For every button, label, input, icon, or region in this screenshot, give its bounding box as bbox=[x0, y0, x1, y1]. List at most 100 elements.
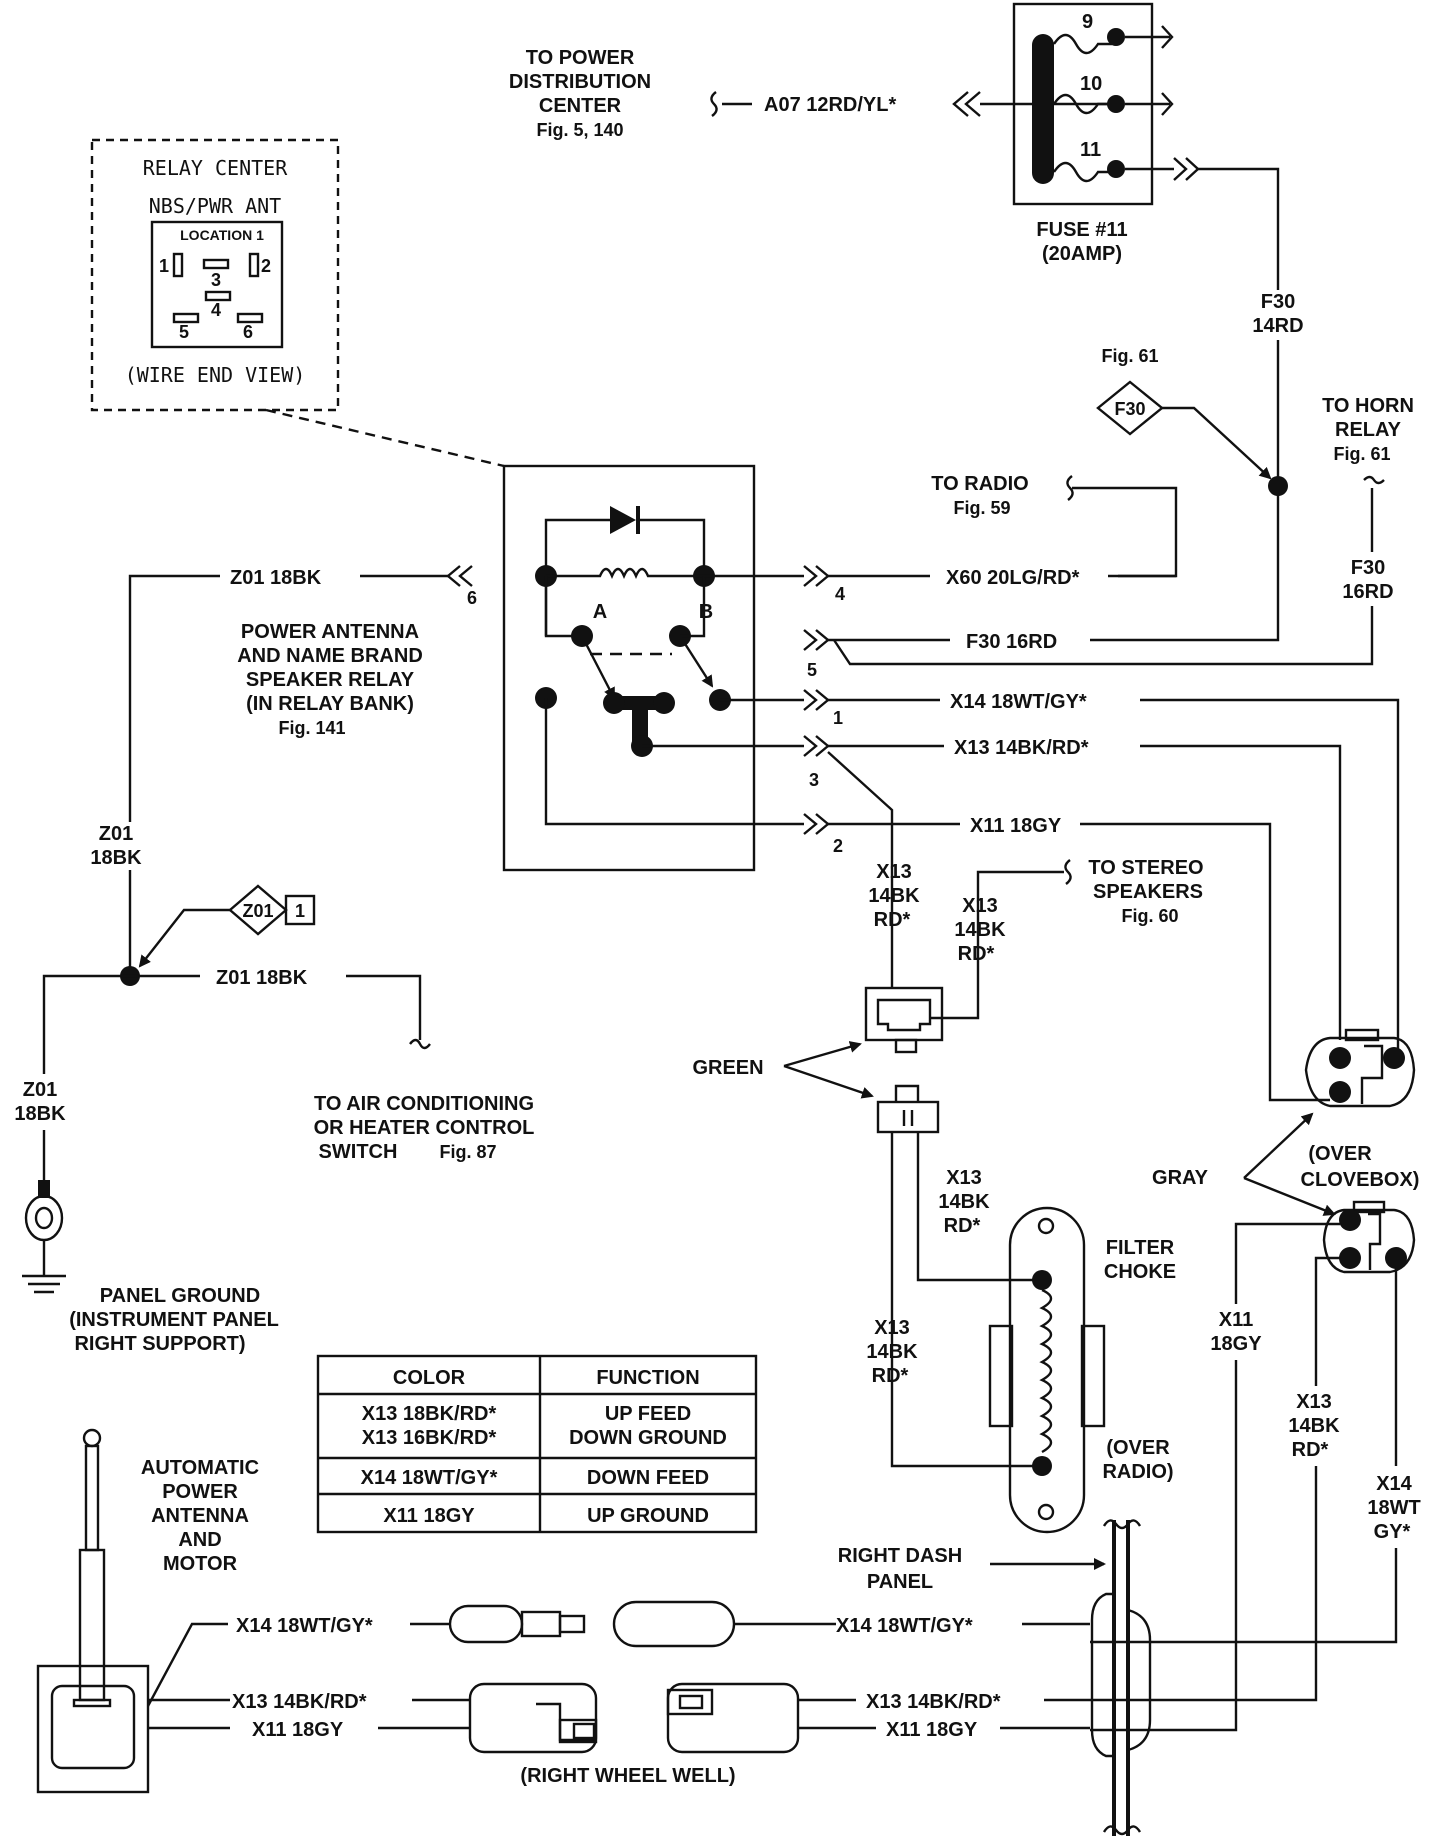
svg-text:POWER: POWER bbox=[162, 1481, 238, 1503]
svg-text:RD*: RD* bbox=[872, 1365, 909, 1387]
ground-symbol bbox=[22, 1240, 66, 1294]
break-symbol bbox=[710, 91, 718, 117]
svg-text:MOTOR: MOTOR bbox=[163, 1553, 238, 1575]
relay-label: POWER ANTENNA AND NAME BRAND SPEAKER REL… bbox=[237, 621, 423, 738]
svg-text:X14 18WT/GY*: X14 18WT/GY* bbox=[361, 1467, 498, 1489]
antenna-mast bbox=[72, 1428, 112, 1708]
glovebox-connector-upper bbox=[1304, 1028, 1416, 1108]
splice-f30 bbox=[1268, 476, 1288, 496]
svg-text:X13: X13 bbox=[876, 861, 912, 883]
wire-function-table: COLOR FUNCTION X13 18BK/RD* X13 16BK/RD*… bbox=[316, 1354, 758, 1534]
svg-text:5: 5 bbox=[807, 660, 817, 680]
arrow-f30-splice bbox=[1162, 406, 1272, 480]
green-label: GREEN bbox=[692, 1057, 763, 1079]
svg-text:Fig. 87: Fig. 87 bbox=[439, 1142, 496, 1162]
fuse-pins: 9 10 11 bbox=[1053, 11, 1174, 183]
connector-a07 bbox=[952, 91, 981, 117]
svg-text:14BK: 14BK bbox=[868, 885, 920, 907]
z01-vert-label-1: Z01 bbox=[99, 823, 133, 845]
break-radio bbox=[1066, 475, 1074, 501]
relay-center-box bbox=[90, 138, 340, 412]
svg-text:X13 16BK/RD*: X13 16BK/RD* bbox=[362, 1427, 497, 1449]
wire-x11-glovebox bbox=[1080, 822, 1330, 1102]
svg-text:X13: X13 bbox=[1296, 1391, 1332, 1413]
relay-arm-a bbox=[580, 635, 616, 700]
break-stereo bbox=[1064, 859, 1072, 885]
table-header-function: FUNCTION bbox=[596, 1367, 699, 1389]
svg-text:UP GROUND: UP GROUND bbox=[587, 1505, 709, 1527]
svg-text:14BK: 14BK bbox=[954, 919, 1006, 941]
svg-text:PANEL: PANEL bbox=[867, 1571, 933, 1593]
arrow-gray-lower bbox=[1243, 1176, 1336, 1216]
svg-text:(OVER: (OVER bbox=[1106, 1437, 1170, 1459]
svg-text:X11 18GY: X11 18GY bbox=[383, 1505, 475, 1527]
wire-f30-14rd bbox=[1090, 340, 1280, 642]
wire-x13-choke-bottom bbox=[890, 1132, 1038, 1468]
wire-x13-label: X13 14BK/RD* bbox=[954, 737, 1089, 759]
z01-ground-label-2: 18BK bbox=[14, 1103, 66, 1125]
wire-radio-return bbox=[1072, 486, 1178, 578]
wire-x14-antenna bbox=[146, 1622, 228, 1707]
svg-text:RELAY: RELAY bbox=[1335, 419, 1402, 441]
gray-label: GRAY bbox=[1152, 1167, 1209, 1189]
relay-center-view: (WIRE END VIEW) bbox=[125, 363, 306, 387]
svg-text:10: 10 bbox=[1080, 73, 1102, 95]
relay-socket-pins: 1 2 3 4 5 6 bbox=[159, 252, 271, 342]
connector-fuse11 bbox=[1125, 157, 1200, 181]
svg-text:3: 3 bbox=[211, 270, 221, 290]
svg-text:11: 11 bbox=[1080, 139, 1101, 161]
power-distribution-label: TO POWER DISTRIBUTION CENTER Fig. 5, 140 bbox=[509, 47, 651, 140]
svg-text:RD*: RD* bbox=[874, 909, 911, 931]
svg-text:RD*: RD* bbox=[944, 1215, 981, 1237]
svg-text:RIGHT DASH: RIGHT DASH bbox=[838, 1545, 962, 1567]
antenna-label: AUTOMATIC POWER ANTENNA AND MOTOR bbox=[141, 1457, 259, 1575]
relay-socket bbox=[150, 220, 284, 349]
relay-coil bbox=[546, 567, 704, 580]
fuse-rating: (20AMP) bbox=[1042, 243, 1122, 265]
arrow-z01-splice bbox=[138, 908, 230, 968]
svg-text:GY*: GY* bbox=[1374, 1521, 1411, 1543]
svg-text:4: 4 bbox=[835, 584, 845, 604]
x13-vert-label-c: X13 14BK RD* bbox=[938, 1167, 990, 1237]
svg-text:CHOKE: CHOKE bbox=[1104, 1261, 1176, 1283]
x13-vert-label-e: X13 14BK RD* bbox=[1288, 1391, 1340, 1461]
svg-text:Fig. 60: Fig. 60 bbox=[1121, 906, 1178, 926]
relay-t-contact bbox=[610, 696, 668, 746]
z01-diamond-tag bbox=[228, 884, 288, 936]
svg-text:X13 18BK/RD*: X13 18BK/RD* bbox=[362, 1403, 497, 1425]
svg-text:PANEL GROUND: PANEL GROUND bbox=[100, 1285, 260, 1307]
bottom-x14-left-label: X14 18WT/GY* bbox=[236, 1615, 373, 1637]
relay-location: LOCATION 1 bbox=[180, 227, 264, 243]
bottom-x13-right-label: X13 14BK/RD* bbox=[866, 1691, 1001, 1713]
relay-a-label: A bbox=[593, 601, 607, 623]
wire-x14-glovebox bbox=[1140, 698, 1400, 1058]
svg-text:(INSTRUMENT PANEL: (INSTRUMENT PANEL bbox=[69, 1309, 279, 1331]
svg-text:AUTOMATIC: AUTOMATIC bbox=[141, 1457, 259, 1479]
svg-text:POWER ANTENNA: POWER ANTENNA bbox=[241, 621, 419, 643]
fuse-name: FUSE #11 bbox=[1036, 219, 1127, 241]
wire-x14-label: X14 18WT/GY* bbox=[950, 691, 1087, 713]
stereo-label: TO STEREO SPEAKERS Fig. 60 bbox=[1088, 857, 1203, 926]
svg-text:RD*: RD* bbox=[958, 943, 995, 965]
svg-text:9: 9 bbox=[1082, 11, 1093, 33]
x13-vert-label-d: X13 14BK RD* bbox=[866, 1317, 918, 1387]
svg-text:ANTENNA: ANTENNA bbox=[151, 1505, 249, 1527]
x13-x11-plug-female bbox=[666, 1682, 800, 1754]
svg-text:TO STEREO: TO STEREO bbox=[1088, 857, 1203, 879]
wire-x13-down bbox=[827, 751, 894, 988]
choke-coil bbox=[1039, 1288, 1053, 1454]
svg-text:3: 3 bbox=[809, 770, 819, 790]
svg-text:AND: AND bbox=[178, 1529, 221, 1551]
radio-label-2: Fig. 59 bbox=[953, 498, 1010, 518]
bottom-x13-left-label: X13 14BK/RD* bbox=[232, 1691, 367, 1713]
svg-text:X13: X13 bbox=[962, 895, 998, 917]
x13-vert-label-a: X13 14BK RD* bbox=[868, 861, 920, 931]
svg-text:Z01: Z01 bbox=[242, 901, 273, 921]
x14-plug-female bbox=[612, 1600, 736, 1648]
svg-text:X11: X11 bbox=[1219, 1309, 1253, 1331]
x14-plug-male bbox=[448, 1604, 586, 1644]
svg-text:X13: X13 bbox=[946, 1167, 982, 1189]
bottom-x14-right-label: X14 18WT/GY* bbox=[836, 1615, 973, 1637]
green-connector-lower bbox=[876, 1100, 940, 1134]
